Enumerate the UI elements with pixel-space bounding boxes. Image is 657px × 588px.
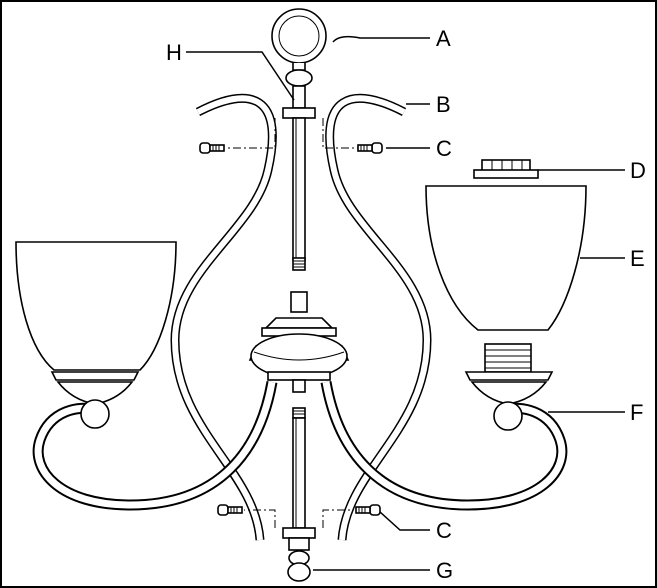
lower-rod [292, 407, 306, 529]
part-f-arm-right [320, 381, 568, 511]
left-glass-shade [15, 241, 177, 429]
part-c-screw-right-bottom [355, 504, 381, 516]
label-c-bottom: C [436, 518, 452, 543]
part-h-coupler [282, 107, 316, 119]
label-e: E [630, 246, 645, 271]
label-a: A [436, 26, 451, 51]
part-g-finial [287, 550, 311, 582]
leader-lines [186, 35, 625, 571]
part-b-arm-right [325, 94, 432, 541]
guide-lines-top [226, 118, 358, 149]
label-f: F [630, 400, 643, 425]
center-body [248, 291, 350, 393]
label-g: G [436, 558, 453, 583]
label-h: H [166, 40, 182, 65]
part-c-screw-left-bottom [217, 504, 243, 516]
top-rod [292, 117, 306, 271]
part-c-screw-left-top [199, 142, 225, 154]
part-f-arm-left [32, 381, 278, 511]
label-c-top: C [436, 136, 452, 161]
label-d: D [630, 158, 646, 183]
part-e-glass-shade [425, 185, 587, 331]
guide-lines-bottom [244, 509, 352, 528]
bottom-coupler [282, 527, 316, 551]
part-a-ring-hook [271, 8, 327, 109]
part-c-screw-right-top [357, 142, 383, 154]
part-d-crown-nut [473, 159, 539, 179]
part-b-arm-left [170, 94, 277, 541]
right-socket [464, 343, 554, 431]
label-b: B [436, 92, 451, 117]
